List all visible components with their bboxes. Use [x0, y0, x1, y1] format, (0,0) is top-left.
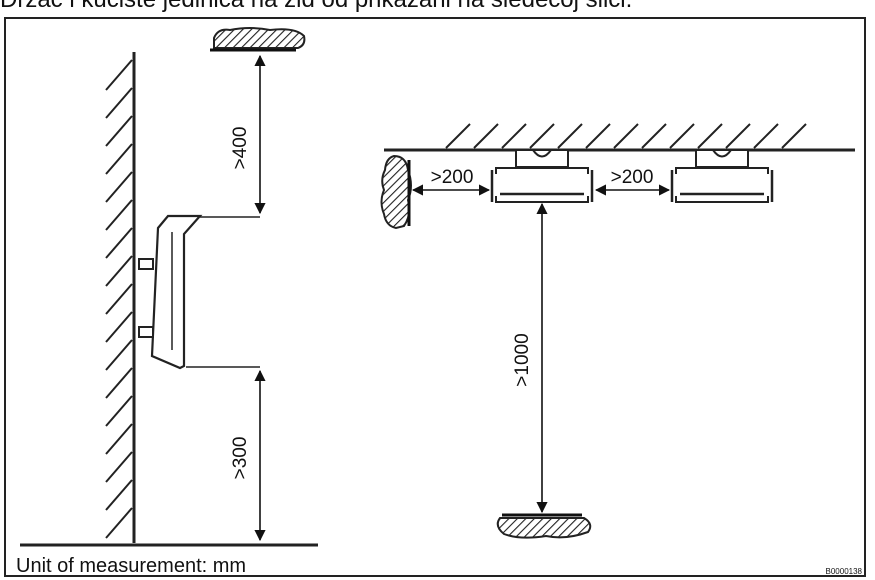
- floor-clearance-label: >1000: [512, 333, 533, 386]
- unit-note: Unit of measurement: mm: [16, 555, 246, 577]
- indoor-unit-side-profile: [150, 214, 203, 370]
- side-left-label: >200: [431, 167, 474, 188]
- side-obstacle: [380, 154, 412, 230]
- mount-bracket-bottom: [138, 326, 154, 338]
- ceiling-obstacle: [213, 27, 306, 49]
- floor-obstacle: [496, 517, 592, 539]
- wall-hatching: [105, 59, 133, 539]
- figure-frame: [4, 17, 866, 577]
- wall-side-view: >400 >300: [20, 27, 318, 547]
- top-clearance-label: >400: [230, 127, 251, 170]
- indoor-unit-front-2: [670, 149, 774, 203]
- side-between-label: >200: [611, 167, 654, 188]
- figure-code: B0000138: [826, 567, 863, 576]
- bottom-clearance-label: >300: [230, 437, 251, 480]
- mount-bracket-top: [138, 258, 154, 270]
- page-heading: Držač i kućište jedinica na zid od prika…: [0, 0, 875, 14]
- ceiling-front-view: >200 >200 >1000: [380, 123, 855, 539]
- indoor-unit-front-1: [490, 149, 594, 203]
- ceiling-hatching: [445, 123, 807, 149]
